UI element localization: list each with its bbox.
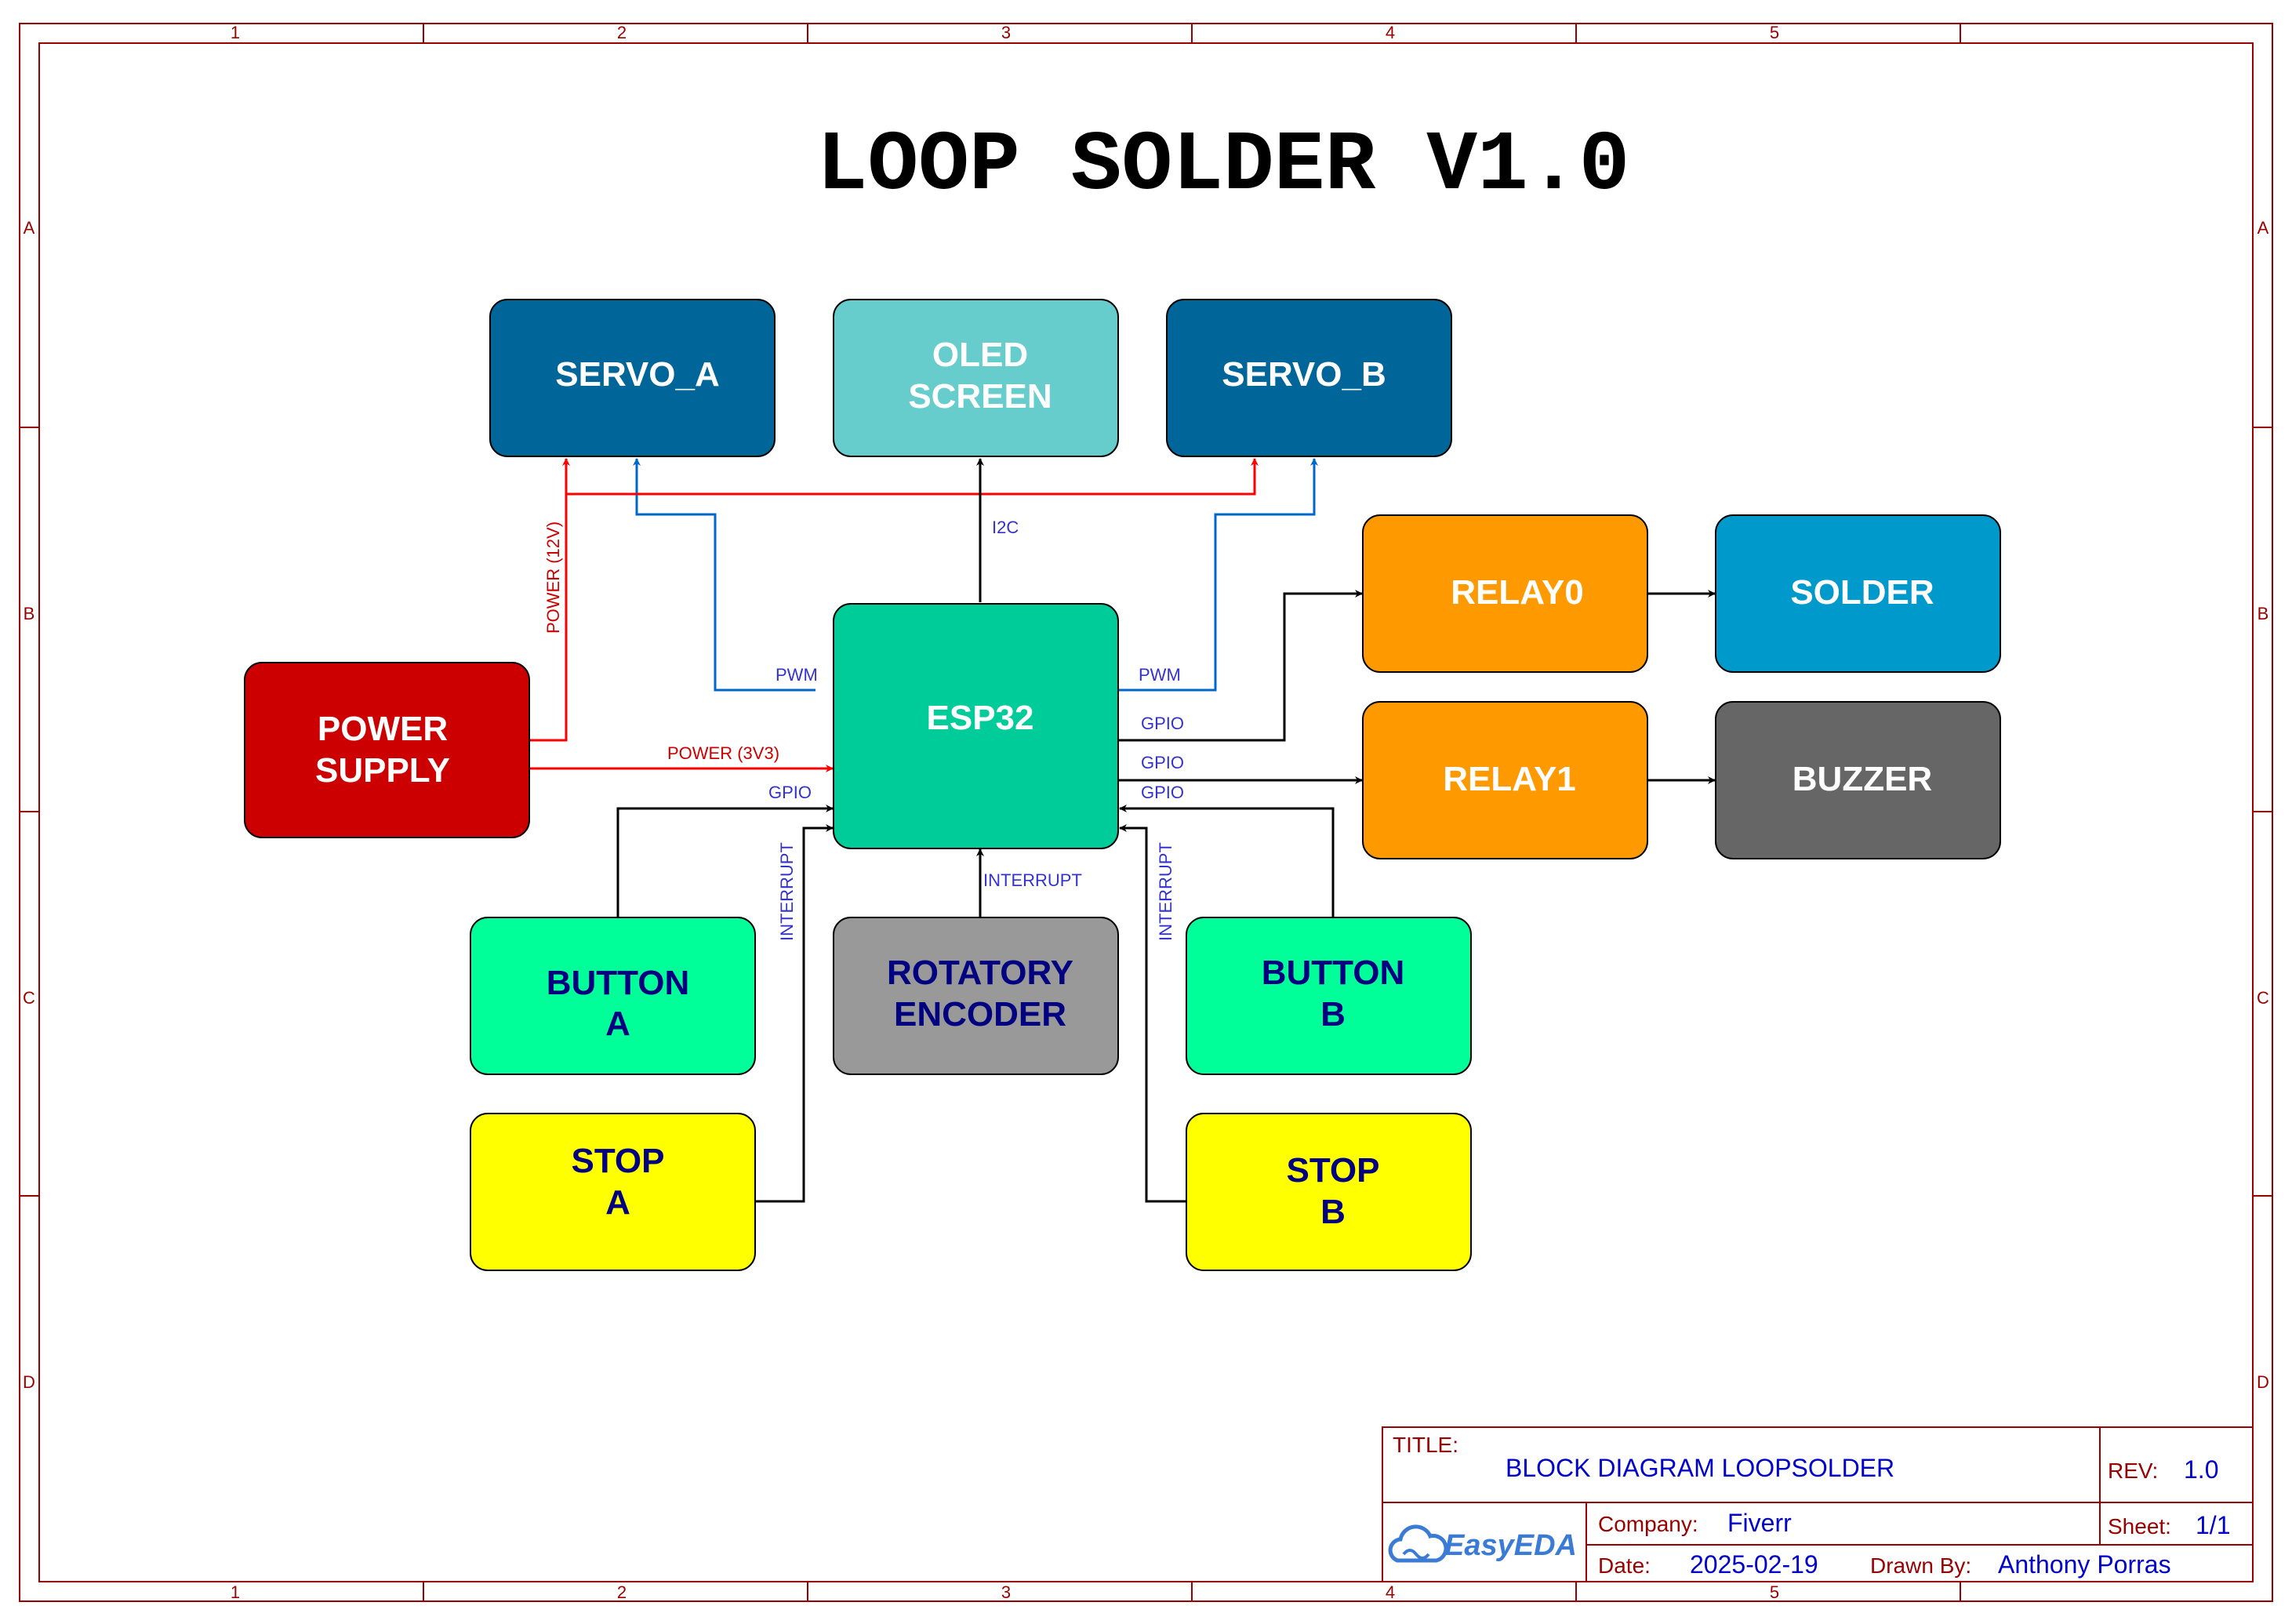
easyeda-logo: EasyEDA bbox=[1388, 1524, 1577, 1563]
label-pwm-right: PWM bbox=[1139, 665, 1181, 685]
block-stop-a[interactable]: STOP A bbox=[470, 1113, 756, 1271]
label-gpio-relay0: GPIO bbox=[1141, 714, 1184, 733]
block-servo-a[interactable]: SERVO_A bbox=[489, 299, 776, 457]
block-servo-b[interactable]: SERVO_B bbox=[1166, 299, 1452, 457]
col-label-bottom-3: 3 bbox=[1001, 1582, 1011, 1602]
label-interrupt-left: INTERRUPT bbox=[777, 842, 797, 941]
wire-power-12v-servo-b bbox=[566, 458, 1259, 496]
block-button-b-line1: BUTTON bbox=[1262, 954, 1405, 992]
block-solder-label: SOLDER bbox=[1790, 573, 1934, 612]
label-pwm-left: PWM bbox=[776, 665, 818, 685]
row-label-right-b: B bbox=[2257, 604, 2269, 623]
label-interrupt-center: INTERRUPT bbox=[983, 870, 1082, 890]
label-interrupt-right: INTERRUPT bbox=[1156, 842, 1175, 941]
block-solder[interactable]: SOLDER bbox=[1715, 514, 2001, 673]
block-relay0-label: RELAY0 bbox=[1451, 573, 1584, 612]
title-block: TITLE: REV: Company: Sheet: Date: Drawn … bbox=[1382, 1426, 2254, 1582]
title-block-sheet-label: Sheet: bbox=[2108, 1514, 2171, 1539]
col-label-bottom-5: 5 bbox=[1770, 1582, 1779, 1602]
wire-stop-a-esp32 bbox=[755, 824, 834, 1203]
block-button-a-line1: BUTTON bbox=[547, 964, 690, 1002]
title-block-date-label: Date: bbox=[1598, 1553, 1651, 1578]
block-power-supply-line2: SUPPLY bbox=[315, 751, 450, 790]
title-block-drawn-value: Anthony Porras bbox=[1998, 1550, 2171, 1579]
blocks: SERVO_A OLED SCREEN SERVO_B RELAY0 SOLDE… bbox=[244, 299, 2001, 1271]
block-stop-a-line2: A bbox=[605, 1183, 630, 1222]
block-esp32-label: ESP32 bbox=[927, 699, 1034, 737]
title-block-title-value: BLOCK DIAGRAM LOOPSOLDER bbox=[1506, 1454, 1894, 1482]
block-relay1-label: RELAY1 bbox=[1443, 760, 1576, 798]
row-label-left-d: D bbox=[23, 1372, 35, 1392]
col-label-bottom-1: 1 bbox=[231, 1582, 240, 1602]
block-servo-b-label: SERVO_B bbox=[1222, 355, 1386, 394]
title-block-rev-value: 1.0 bbox=[2184, 1455, 2218, 1484]
col-label-top-3: 3 bbox=[1001, 23, 1011, 42]
col-label-top-5: 5 bbox=[1770, 23, 1779, 42]
wire-pwm-servo-b bbox=[1117, 458, 1318, 692]
col-label-bottom-4: 4 bbox=[1386, 1582, 1395, 1602]
block-oled-line2: SCREEN bbox=[908, 377, 1052, 416]
block-stop-b-line2: B bbox=[1320, 1193, 1346, 1231]
block-stop-b[interactable]: STOP B bbox=[1186, 1113, 1472, 1271]
block-oled-line1: OLED bbox=[932, 336, 1028, 374]
wire-power-12v-servo-a bbox=[529, 458, 570, 742]
block-button-b-line2: B bbox=[1320, 995, 1346, 1034]
title-block-rev-label: REV: bbox=[2108, 1459, 2158, 1483]
col-label-top-4: 4 bbox=[1386, 23, 1395, 42]
block-servo-a-label: SERVO_A bbox=[555, 355, 720, 394]
label-power-12v: POWER (12V) bbox=[543, 521, 563, 634]
row-label-left-c: C bbox=[23, 988, 35, 1008]
block-buzzer[interactable]: BUZZER bbox=[1715, 701, 2001, 859]
block-stop-b-line1: STOP bbox=[1286, 1151, 1379, 1190]
label-power-3v3: POWER (3V3) bbox=[667, 743, 779, 763]
label-gpio-relay1: GPIO bbox=[1141, 753, 1184, 772]
sheet-frame: 1 2 3 4 5 1 2 3 4 5 A B C D A B C D bbox=[19, 23, 2273, 1602]
block-buzzer-label: BUZZER bbox=[1793, 760, 1932, 798]
block-esp32[interactable]: ESP32 bbox=[833, 603, 1119, 849]
block-rotary-line1: ROTATORY bbox=[887, 954, 1073, 992]
wire-labels: I2C POWER (12V) PWM PWM POWER (3V3) GPIO… bbox=[543, 518, 1184, 941]
block-button-a[interactable]: BUTTON A bbox=[470, 917, 756, 1075]
block-relay0[interactable]: RELAY0 bbox=[1362, 514, 1648, 673]
label-i2c: I2C bbox=[992, 518, 1019, 537]
wires bbox=[529, 458, 1716, 1203]
row-label-right-a: A bbox=[2257, 218, 2269, 238]
col-label-bottom-2: 2 bbox=[617, 1582, 627, 1602]
block-oled-screen[interactable]: OLED SCREEN bbox=[833, 299, 1119, 457]
block-button-a-line2: A bbox=[605, 1005, 630, 1043]
title-block-sheet-value: 1/1 bbox=[2196, 1511, 2230, 1539]
label-gpio-right: GPIO bbox=[1141, 783, 1184, 802]
cloud-icon-wave bbox=[1402, 1549, 1430, 1560]
diagram-title: LOOP SOLDER V1.0 bbox=[817, 118, 1630, 214]
title-block-drawn-label: Drawn By: bbox=[1870, 1553, 1971, 1578]
title-block-title-label: TITLE: bbox=[1393, 1433, 1458, 1457]
col-label-top-2: 2 bbox=[617, 23, 627, 42]
block-power-supply-line1: POWER bbox=[318, 710, 448, 748]
block-rotary-line2: ENCODER bbox=[894, 995, 1066, 1034]
cloud-icon bbox=[1388, 1524, 1448, 1563]
row-label-right-d: D bbox=[2257, 1372, 2269, 1392]
row-label-left-b: B bbox=[24, 604, 35, 623]
row-label-right-c: C bbox=[2257, 988, 2269, 1008]
block-relay1[interactable]: RELAY1 bbox=[1362, 701, 1648, 859]
title-block-company-label: Company: bbox=[1598, 1512, 1698, 1536]
wire-button-b-esp32 bbox=[1119, 805, 1335, 917]
block-stop-a-line1: STOP bbox=[571, 1142, 664, 1180]
row-label-left-a: A bbox=[24, 218, 35, 238]
title-block-date-value: 2025-02-19 bbox=[1690, 1550, 1818, 1579]
wire-stop-b-esp32 bbox=[1119, 824, 1186, 1203]
block-button-b[interactable]: BUTTON B bbox=[1186, 917, 1472, 1075]
col-label-top-1: 1 bbox=[231, 23, 240, 42]
label-gpio-left: GPIO bbox=[768, 783, 812, 802]
title-block-company-value: Fiverr bbox=[1727, 1509, 1792, 1537]
wire-pwm-servo-a bbox=[633, 458, 815, 692]
block-rotary-encoder[interactable]: ROTATORY ENCODER bbox=[833, 917, 1119, 1075]
wire-gpio-relay0 bbox=[1117, 590, 1363, 742]
easyeda-logo-text: EasyEDA bbox=[1444, 1529, 1577, 1562]
block-power-supply[interactable]: POWER SUPPLY bbox=[244, 662, 530, 838]
wire-button-a-esp32 bbox=[616, 805, 834, 917]
